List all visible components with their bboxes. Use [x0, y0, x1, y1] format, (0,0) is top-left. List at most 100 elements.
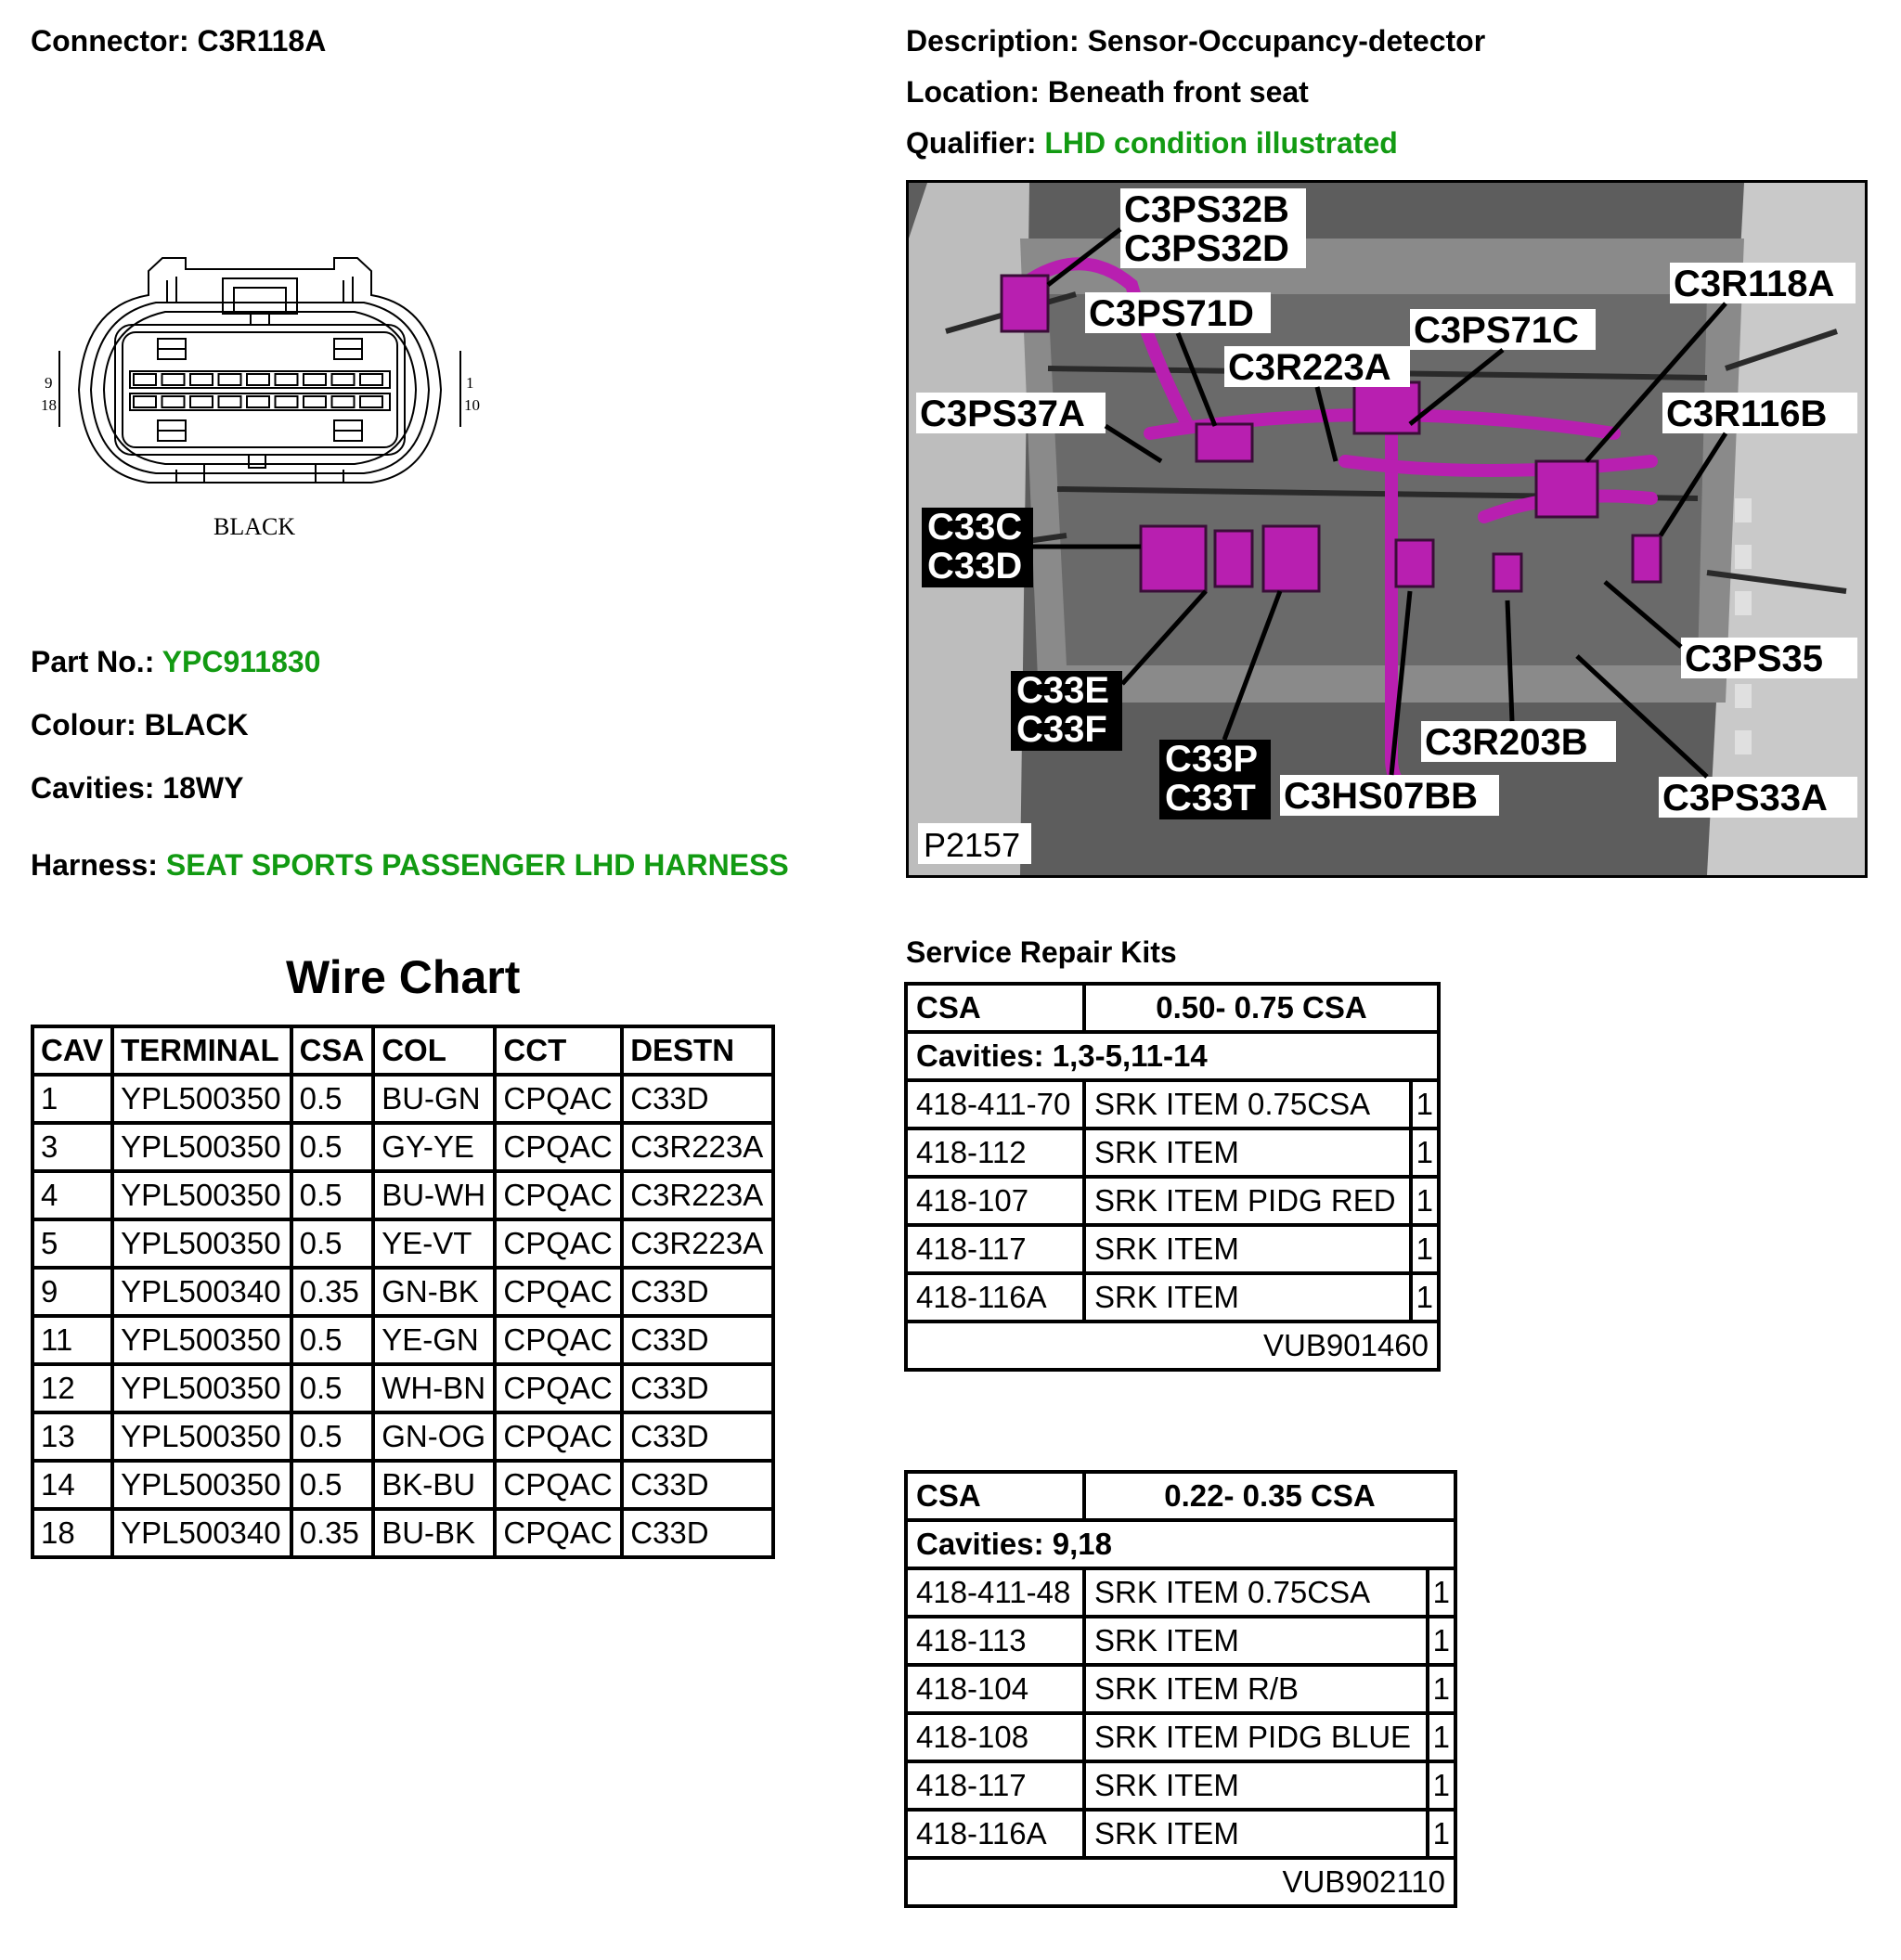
cell-cct: CPQAC [493, 1411, 625, 1463]
cavity [359, 373, 383, 386]
cavity [246, 373, 270, 386]
cell-cav: 18 [30, 1507, 115, 1559]
cavity [161, 373, 186, 386]
callout-c33f: C33F [1016, 709, 1107, 750]
description-label: Description: [906, 24, 1080, 58]
cavity [246, 395, 270, 408]
photo-callouts: C3PS32B C3PS32D C3PS71D C3PS71C C3R118A … [916, 188, 1857, 819]
pin-label-10: 10 [464, 396, 480, 414]
kit-item-part: 418-411-70 [904, 1078, 1086, 1130]
cavity [274, 395, 299, 408]
part-no-value: YPC911830 [162, 645, 321, 678]
cell-csa: 0.5 [289, 1314, 376, 1366]
kit-item-part: 418-117 [904, 1223, 1086, 1275]
cell-col: BU-BK [371, 1507, 498, 1559]
cavity [274, 373, 299, 386]
kit-item-part: 418-104 [904, 1663, 1086, 1715]
cell-cav: 1 [30, 1073, 115, 1125]
kit-number: VUB901460 [904, 1320, 1441, 1372]
cell-cct: CPQAC [493, 1459, 625, 1511]
kit-csa-label: CSA [904, 1470, 1086, 1522]
cell-destn: C33D [620, 1362, 775, 1414]
col-header-cav: CAV [30, 1025, 115, 1077]
cell-cct: CPQAC [493, 1169, 625, 1221]
kit-item-qty: 1 [1408, 1127, 1442, 1179]
wire-chart-header-row: CAV TERMINAL CSA COL CCT DESTN [30, 1025, 775, 1077]
kit-item-part: 418-108 [904, 1711, 1086, 1763]
cell-csa: 0.5 [289, 1362, 376, 1414]
cell-destn: C3R223A [620, 1121, 775, 1173]
cell-destn: C33D [620, 1266, 775, 1318]
location-label: Location: [906, 75, 1040, 109]
cell-cct: CPQAC [493, 1218, 625, 1270]
cell-csa: 0.35 [289, 1507, 376, 1559]
callout-c3hs07bb: C3HS07BB [1284, 776, 1478, 817]
cell-destn: C33D [620, 1073, 775, 1125]
cell-csa: 0.5 [289, 1218, 376, 1270]
kit-csa-value: 0.50- 0.75 CSA [1082, 982, 1441, 1034]
callout-c3r118a: C3R118A [1674, 264, 1834, 304]
cell-col: BK-BU [371, 1459, 498, 1511]
cell-terminal: YPL500350 [110, 1073, 293, 1125]
cell-csa: 0.5 [289, 1459, 376, 1511]
cavity [303, 373, 327, 386]
cavity [133, 395, 157, 408]
cell-cav: 5 [30, 1218, 115, 1270]
qualifier-value: LHD condition illustrated [1044, 126, 1398, 160]
cell-cav: 14 [30, 1459, 115, 1511]
cell-cav: 9 [30, 1266, 115, 1318]
callout-c3ps37a: C3PS37A [920, 393, 1085, 434]
cell-col: BU-WH [371, 1169, 498, 1221]
cell-terminal: YPL500350 [110, 1459, 293, 1511]
cell-terminal: YPL500350 [110, 1218, 293, 1270]
col-header-destn: DESTN [620, 1025, 775, 1077]
photo-id-label: P2157 [924, 826, 1020, 864]
callout-c3ps71c: C3PS71C [1414, 310, 1579, 351]
kit-item-qty: 1 [1425, 1567, 1458, 1618]
colour-value: BLACK [144, 708, 249, 741]
connector-value: C3R118A [197, 24, 327, 58]
cell-cav: 13 [30, 1411, 115, 1463]
cell-col: BU-GN [371, 1073, 498, 1125]
cell-csa: 0.5 [289, 1073, 376, 1125]
cell-col: YE-GN [371, 1314, 498, 1366]
cell-cct: CPQAC [493, 1266, 625, 1318]
kit-item-desc: SRK ITEM PIDG RED [1082, 1175, 1413, 1227]
connector-colour-label: BLACK [213, 513, 295, 540]
cavity [330, 373, 356, 386]
callout-c3ps35: C3PS35 [1685, 638, 1823, 679]
qualifier-label: Qualifier: [906, 126, 1037, 160]
kit-item-qty: 1 [1408, 1223, 1442, 1275]
connector-location-photo: C3PS32B C3PS32D C3PS71D C3PS71C C3R118A … [906, 180, 1868, 878]
cell-cav: 12 [30, 1362, 115, 1414]
cell-csa: 0.5 [289, 1169, 376, 1221]
cell-col: WH-BN [371, 1362, 498, 1414]
colour-label: Colour: [31, 708, 136, 741]
cell-terminal: YPL500350 [110, 1121, 293, 1173]
callout-c33d: C33D [927, 546, 1022, 587]
kit-csa-label: CSA [904, 982, 1086, 1034]
cell-terminal: YPL500350 [110, 1362, 293, 1414]
cell-cav: 4 [30, 1169, 115, 1221]
cell-csa: 0.5 [289, 1121, 376, 1173]
cavity [189, 373, 213, 386]
kit-number: VUB902110 [904, 1856, 1457, 1908]
part-no-label: Part No.: [31, 645, 155, 678]
cell-cct: CPQAC [493, 1073, 625, 1125]
cell-terminal: YPL500350 [110, 1411, 293, 1463]
colour-field: Colour: BLACK [31, 708, 249, 742]
cell-cct: CPQAC [493, 1314, 625, 1366]
kit-item-desc: SRK ITEM [1082, 1760, 1429, 1812]
cavities-label: Cavities: [31, 771, 155, 805]
cavity [217, 395, 242, 408]
